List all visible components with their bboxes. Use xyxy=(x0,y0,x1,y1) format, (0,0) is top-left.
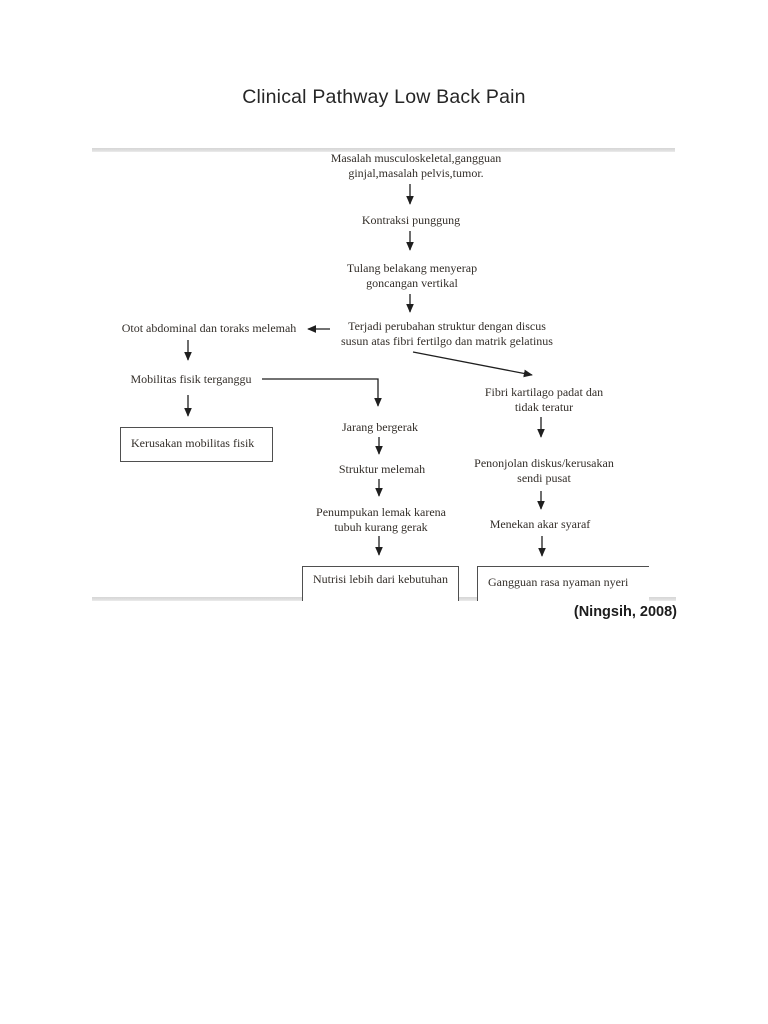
node-otot: Otot abdominal dan toraks melemah xyxy=(109,321,309,336)
node-menekan: Menekan akar syaraf xyxy=(440,517,640,532)
citation-text: (Ningsih, 2008) xyxy=(573,604,677,620)
node-tulang-line2: goncangan vertikal xyxy=(366,276,458,290)
node-terjadi-line2: susun atas fibri fertilgo dan matrik gel… xyxy=(341,334,553,348)
node-struktur: Struktur melemah xyxy=(282,462,482,477)
box-gangguan: Gangguan rasa nyaman nyeri xyxy=(477,566,649,601)
box-nutrisi-label: Nutrisi lebih dari kebutuhan xyxy=(313,572,448,586)
node-penonjolan-line2: sendi pusat xyxy=(517,471,571,485)
node-penumpukan-line2: tubuh kurang gerak xyxy=(334,520,428,534)
node-penumpukan-line1: Penumpukan lemak karena xyxy=(316,505,446,519)
node-tulang-line1: Tulang belakang menyerap xyxy=(346,261,478,275)
node-mobilitas: Mobilitas fisik terganggu xyxy=(91,372,291,387)
node-penonjolan: Penonjolan diskus/kerusakan sendi pusat xyxy=(444,456,644,486)
node-mobilitas-label: Mobilitas fisik terganggu xyxy=(130,372,252,386)
box-nutrisi: Nutrisi lebih dari kebutuhan xyxy=(302,566,459,601)
node-tulang: Tulang belakang menyerap goncangan verti… xyxy=(302,261,522,291)
box-kerusakan-label: Kerusakan mobilitas fisik xyxy=(131,436,255,450)
node-masalah-line2: ginjal,masalah pelvis,tumor. xyxy=(348,166,484,180)
node-struktur-label: Struktur melemah xyxy=(338,462,426,476)
edge-terjadi-fibri xyxy=(412,351,533,378)
page-title: Clinical Pathway Low Back Pain xyxy=(242,86,526,108)
node-kontraksi: Kontraksi punggung xyxy=(331,213,491,228)
node-jarang: Jarang bergerak xyxy=(280,420,480,435)
top-divider-line xyxy=(92,148,675,152)
node-otot-label: Otot abdominal dan toraks melemah xyxy=(121,321,297,335)
node-kontraksi-label: Kontraksi punggung xyxy=(361,213,461,227)
node-jarang-label: Jarang bergerak xyxy=(341,420,419,434)
node-menekan-label: Menekan akar syaraf xyxy=(489,517,591,531)
node-penumpukan: Penumpukan lemak karena tubuh kurang ger… xyxy=(281,505,481,535)
node-fibri: Fibri kartilago padat dan tidak teratur xyxy=(444,385,644,415)
box-kerusakan: Kerusakan mobilitas fisik xyxy=(120,427,273,462)
box-gangguan-label: Gangguan rasa nyaman nyeri xyxy=(488,575,629,589)
node-masalah: Masalah musculoskeletal,gangguan ginjal,… xyxy=(306,151,526,181)
node-masalah-line1: Masalah musculoskeletal,gangguan xyxy=(330,151,502,165)
node-fibri-line2: tidak teratur xyxy=(514,400,574,414)
node-terjadi-line1: Terjadi perubahan struktur dengan discus xyxy=(348,319,546,333)
node-penonjolan-line1: Penonjolan diskus/kerusakan xyxy=(474,456,614,470)
node-fibri-line1: Fibri kartilago padat dan xyxy=(484,385,604,399)
node-terjadi: Terjadi perubahan struktur dengan discus… xyxy=(312,319,582,349)
